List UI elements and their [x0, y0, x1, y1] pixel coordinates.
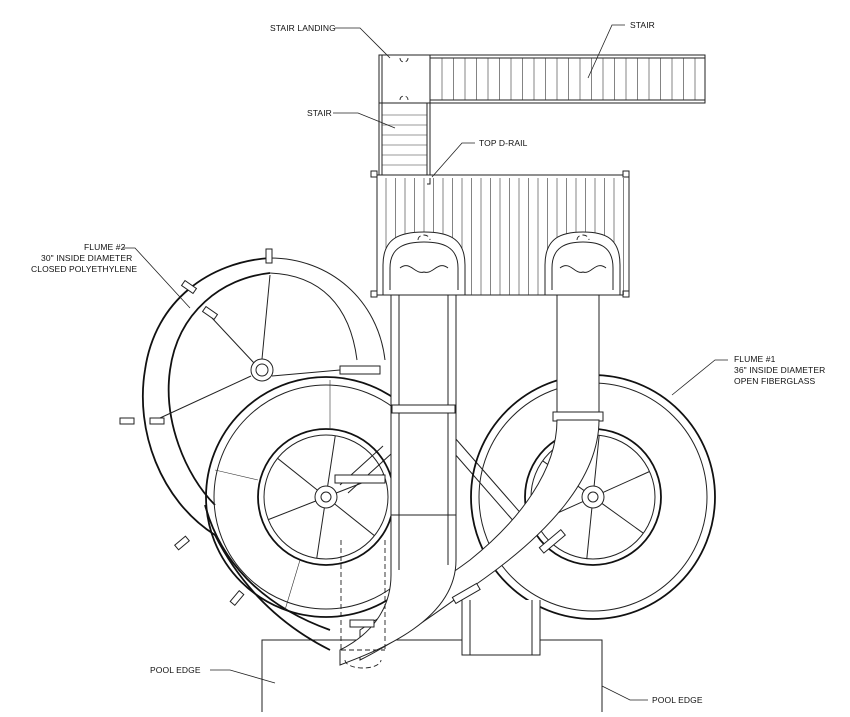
pool-edge-block — [261, 639, 603, 712]
flume-2 — [119, 248, 386, 651]
flume-1-exit — [461, 600, 541, 656]
label-flume-1-line1: FLUME #1 — [734, 354, 776, 364]
label-stair-left: STAIR — [307, 108, 332, 118]
flume-2-exit-tube — [334, 474, 457, 669]
label-top-d-rail: TOP D-RAIL — [479, 138, 528, 148]
wheel-spoke — [586, 507, 593, 559]
upper-stair — [429, 54, 706, 104]
wheel-spoke — [601, 503, 644, 534]
label-flume-2-line2: 30" INSIDE DIAMETER — [41, 253, 132, 263]
wheel-spoke — [268, 500, 316, 521]
label-flume-2-line1: FLUME #2 — [84, 242, 126, 252]
side-stair — [378, 102, 431, 176]
label-flume-2-line3: CLOSED POLYETHYLENE — [31, 264, 137, 274]
labels: STAIR LANDING STAIR STAIR TOP D-RAIL FLU… — [31, 20, 825, 705]
label-pool-edge-left: POOL EDGE — [150, 665, 201, 675]
label-pool-edge-right: POOL EDGE — [652, 695, 703, 705]
wheel-spoke — [602, 471, 650, 493]
label-stair-top: STAIR — [630, 20, 655, 30]
wheel-spoke — [334, 503, 375, 537]
wheel-spoke — [327, 435, 336, 487]
leaders — [122, 24, 728, 701]
center-loop — [205, 376, 447, 618]
label-flume-1-line3: OPEN FIBERGLASS — [734, 376, 816, 386]
label-stair-landing: STAIR LANDING — [270, 23, 336, 33]
wheel-spoke — [277, 457, 318, 491]
wheel-spoke — [316, 507, 325, 559]
wheel-spoke — [593, 435, 600, 487]
stair-landing — [378, 54, 431, 104]
flume-2-drop-tube — [382, 231, 466, 516]
label-flume-1-line2: 36" INSIDE DIAMETER — [734, 365, 825, 375]
